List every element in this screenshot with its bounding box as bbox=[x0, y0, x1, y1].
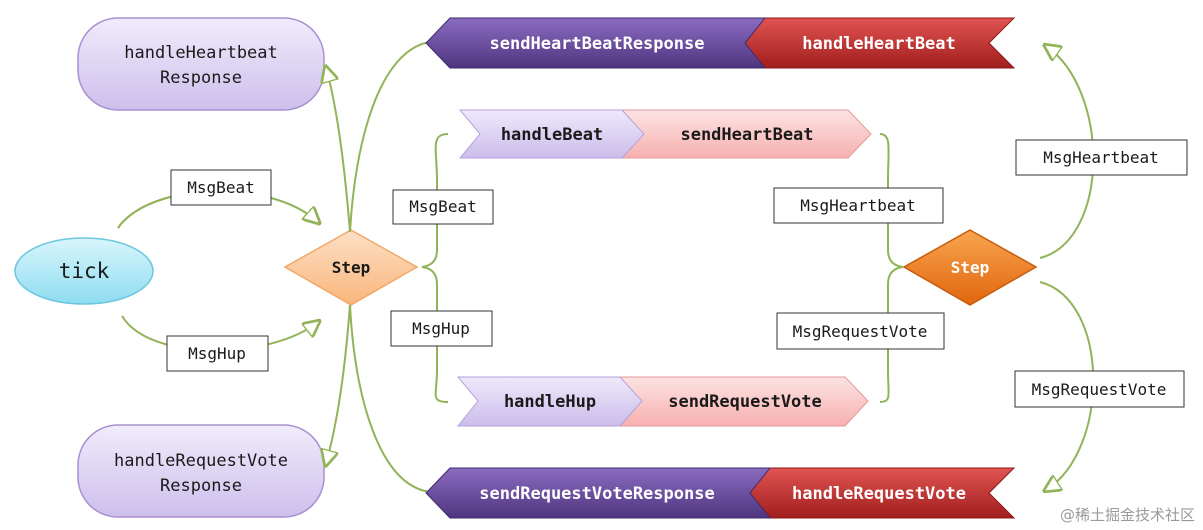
step-to-bottom-bar-line bbox=[349, 304, 431, 493]
msg-request-vote-label: MsgRequestVote bbox=[776, 312, 945, 350]
handle-request-vote-response-line2: Response bbox=[160, 476, 242, 496]
msg-beat-middle-label: MsgBeat bbox=[392, 189, 494, 225]
send-request-vote-text: sendRequestVote bbox=[668, 392, 822, 412]
middle-left-bracket bbox=[421, 133, 449, 403]
msg-hup-middle-text: MsgHup bbox=[412, 319, 470, 338]
step-left-node: Step bbox=[283, 229, 419, 306]
msg-request-vote-text: MsgRequestVote bbox=[793, 322, 928, 341]
handle-beat-segment bbox=[458, 109, 645, 159]
msg-hup-left-label: MsgHup bbox=[166, 335, 269, 372]
handle-beat-text: handleBeat bbox=[501, 125, 603, 145]
handle-hup-segment bbox=[456, 376, 643, 427]
step-to-top-bar-line bbox=[349, 41, 431, 233]
msg-heartbeat-text: MsgHeartbeat bbox=[800, 196, 916, 215]
msg-heartbeat-label: MsgHeartbeat bbox=[773, 187, 944, 224]
handle-hup-text: handleHup bbox=[504, 392, 596, 412]
step-right-label: Step bbox=[951, 258, 990, 277]
msg-beat-middle-text: MsgBeat bbox=[409, 197, 476, 216]
msg-hup-middle-label: MsgHup bbox=[390, 310, 493, 347]
handle-heartbeat-response-node: handleHeartbeat Response bbox=[77, 17, 325, 111]
handle-heartbeat-text: handleHeartBeat bbox=[802, 34, 956, 54]
middle-beat-chevron: handleBeat sendHeartBeat bbox=[458, 109, 872, 159]
watermark-text: @稀土掘金技术社区 bbox=[1060, 506, 1195, 524]
msg-heartbeat-far-label: MsgHeartbeat bbox=[1015, 139, 1188, 176]
tick-node: tick bbox=[14, 237, 154, 305]
middle-right-bracket bbox=[879, 133, 904, 403]
step-left-label: Step bbox=[332, 258, 371, 277]
step-right-node: Step bbox=[902, 229, 1038, 306]
step-to-hb-response-arrow bbox=[326, 68, 351, 233]
top-bar-send-segment bbox=[425, 17, 767, 69]
msg-request-vote-far-label: MsgRequestVote bbox=[1014, 370, 1185, 408]
send-request-vote-response-text: sendRequestVoteResponse bbox=[479, 484, 714, 504]
middle-hup-chevron: handleHup sendRequestVote bbox=[456, 376, 869, 427]
bottom-response-bar: sendRequestVoteResponse handleRequestVot… bbox=[425, 467, 1016, 519]
handle-heartbeat-response-line1: handleHeartbeat bbox=[124, 43, 278, 63]
send-heartbeat-response-text: sendHeartBeatResponse bbox=[490, 34, 705, 54]
msg-beat-left-text: MsgBeat bbox=[187, 178, 254, 197]
bottom-bar-send-segment bbox=[425, 467, 772, 519]
msg-hup-left-text: MsgHup bbox=[188, 344, 246, 363]
step-to-rv-response-arrow bbox=[326, 304, 351, 464]
msg-heartbeat-far-text: MsgHeartbeat bbox=[1043, 148, 1159, 167]
tick-label: tick bbox=[59, 259, 110, 283]
msg-beat-left-label: MsgBeat bbox=[170, 169, 272, 206]
handle-request-vote-response-node: handleRequestVote Response bbox=[77, 424, 325, 518]
send-heartbeat-text: sendHeartBeat bbox=[680, 125, 813, 145]
handle-heartbeat-response-line2: Response bbox=[160, 68, 242, 88]
msg-request-vote-far-text: MsgRequestVote bbox=[1032, 380, 1167, 399]
handle-request-vote-text: handleRequestVote bbox=[792, 484, 966, 504]
handle-request-vote-response-line1: handleRequestVote bbox=[114, 451, 288, 471]
top-response-bar: sendHeartBeatResponse handleHeartBeat bbox=[425, 17, 1016, 69]
